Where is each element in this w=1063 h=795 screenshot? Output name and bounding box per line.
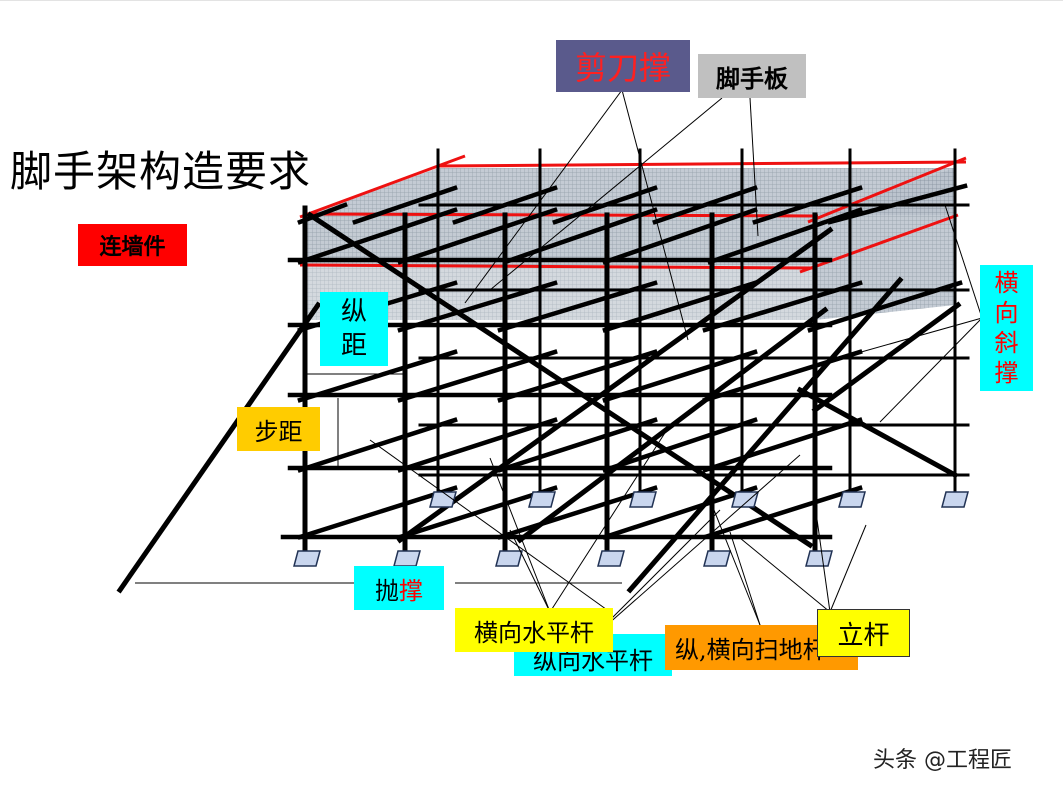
scissor-brace-label: 剪刀撑 bbox=[556, 40, 690, 92]
transverse-brace-char: 横 bbox=[994, 269, 1019, 297]
scaffold-board-label: 脚手板 bbox=[698, 54, 806, 98]
transverse-brace-char: 斜 bbox=[994, 329, 1019, 357]
rail-right-top bbox=[807, 156, 967, 224]
raking-shore-char-2: 撑 bbox=[399, 576, 423, 605]
transverse-ledger-label: 横向水平杆 bbox=[455, 608, 613, 652]
base-plate bbox=[805, 550, 833, 567]
base-plate bbox=[838, 491, 866, 508]
base-plate bbox=[597, 550, 625, 567]
wall-tie-label: 连墙件 bbox=[78, 224, 187, 266]
transverse-brace-char: 向 bbox=[994, 299, 1019, 327]
raking-shore-label: 抛 撑 bbox=[354, 566, 444, 610]
rail-back-top bbox=[437, 160, 967, 168]
top-divider bbox=[0, 0, 1063, 1]
base-plate bbox=[731, 491, 759, 508]
standard-pole-label: 立杆 bbox=[817, 609, 910, 657]
base-plate bbox=[528, 491, 556, 508]
base-plate bbox=[393, 550, 421, 567]
leader-lines bbox=[135, 89, 983, 641]
bay-spacing-label: 纵 距 bbox=[320, 292, 388, 366]
base-plate bbox=[703, 550, 731, 567]
bay-spacing-char-2: 距 bbox=[340, 331, 367, 361]
base-plate bbox=[629, 491, 657, 508]
base-plate bbox=[429, 491, 457, 508]
transverse-brace-label: 横 向 斜 撑 bbox=[980, 265, 1033, 391]
lift-height-label: 步距 bbox=[237, 407, 320, 451]
scaffold-members bbox=[116, 148, 970, 594]
bay-spacing-char-1: 纵 bbox=[340, 297, 367, 327]
base-plate bbox=[941, 491, 969, 508]
page-title: 脚手架构造要求 bbox=[10, 147, 312, 196]
scissor-braces bbox=[306, 211, 962, 594]
raking-shore bbox=[116, 301, 322, 594]
base-plates bbox=[293, 491, 969, 567]
watermark: 头条 @工程匠 bbox=[873, 748, 1012, 773]
raking-shore-char-1: 抛 bbox=[375, 576, 399, 605]
transverse-brace-char: 撑 bbox=[994, 359, 1019, 387]
transverse-bars bbox=[297, 183, 968, 540]
rail-right-mid bbox=[799, 213, 959, 274]
base-plate bbox=[293, 550, 321, 567]
net-top-back bbox=[305, 168, 955, 215]
front-uprights bbox=[302, 205, 818, 553]
base-plate bbox=[495, 550, 523, 567]
